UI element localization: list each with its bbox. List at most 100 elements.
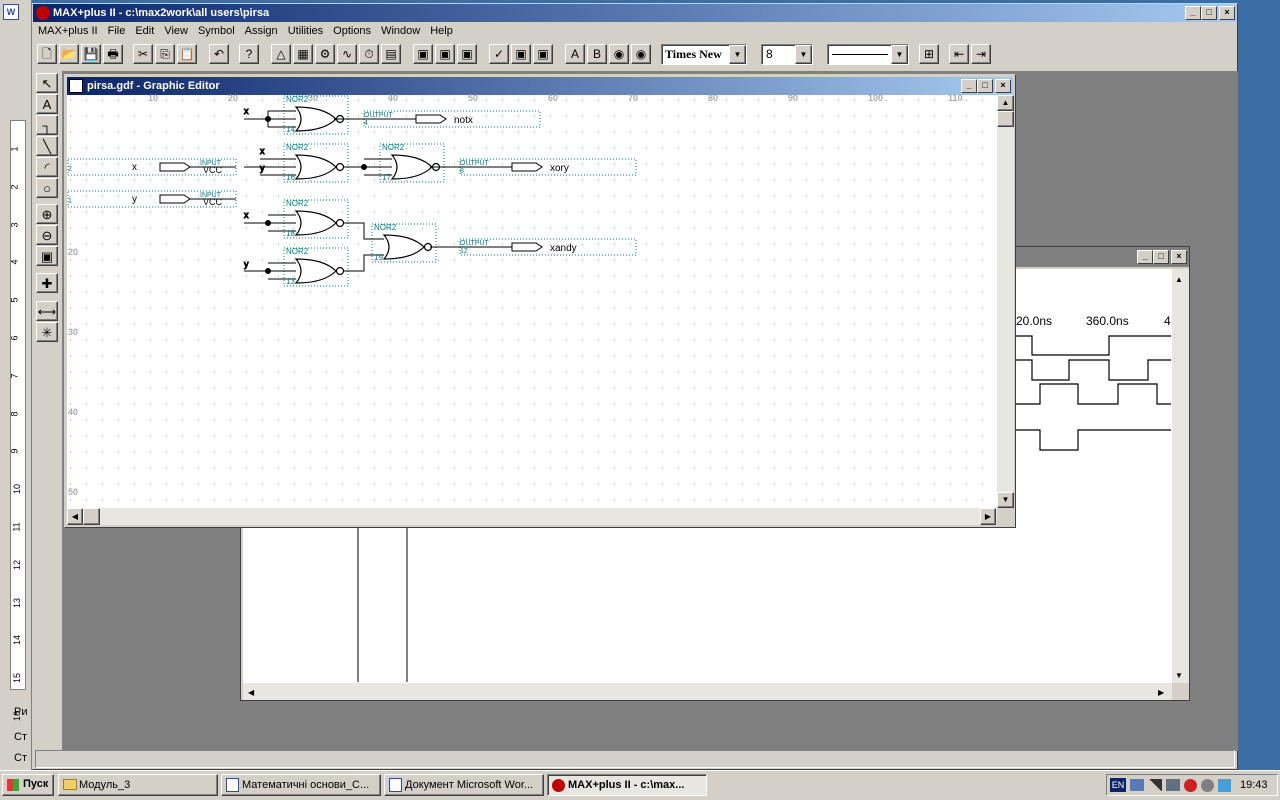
menu-help[interactable]: Help (430, 25, 453, 37)
menu-options[interactable]: Options (333, 25, 372, 37)
hierarchy-icon[interactable]: △ (271, 44, 291, 64)
text-tool-icon[interactable]: A (36, 94, 58, 114)
undo-icon[interactable]: ↶ (209, 44, 229, 64)
project-set-icon[interactable]: ▣ (435, 44, 455, 64)
word-drawing-label[interactable]: Ри (14, 706, 28, 718)
menu-symbol[interactable]: Symbol (197, 25, 235, 37)
font-name-select[interactable]: Times New ▼ (661, 44, 747, 65)
editor-vscroll-down[interactable]: ▼ (997, 492, 1014, 508)
editor-vscroll[interactable] (997, 95, 1014, 508)
copy-icon[interactable]: ⎘ (155, 44, 175, 64)
taskbar-item-word-2[interactable]: Документ Microsoft Wor... (384, 774, 544, 796)
close-button[interactable]: × (995, 79, 1011, 93)
find-a-icon[interactable]: A (565, 44, 585, 64)
zoom-fit-icon[interactable]: ⊞ (919, 44, 939, 64)
compiler-icon[interactable]: ⚙ (315, 44, 335, 64)
rubberband-icon[interactable]: ✚ (36, 273, 58, 293)
ortho-line-icon[interactable]: ┐ (36, 115, 58, 135)
menu-assign[interactable]: Assign (244, 25, 278, 37)
menu-file[interactable]: File (107, 25, 126, 37)
minimize-button[interactable]: _ (961, 79, 977, 93)
editor-hscroll[interactable] (67, 508, 997, 525)
find-error-icon[interactable]: ◉ (631, 44, 651, 64)
fit-window-icon[interactable]: ▣ (36, 246, 58, 266)
project-name-icon[interactable]: ▣ (413, 44, 433, 64)
editor-titlebar[interactable]: pirsa.gdf - Graphic Editor _ □ × (67, 77, 1013, 95)
zoom-in-icon[interactable]: ⊕ (36, 204, 58, 224)
print-icon[interactable]: 🖶 (103, 44, 123, 64)
waveform-hscroll[interactable] (243, 683, 1172, 700)
save-check-icon[interactable]: ✓ (489, 44, 509, 64)
maximize-button[interactable]: □ (1201, 6, 1217, 20)
move-next-icon[interactable]: ⇥ (971, 44, 991, 64)
timing-icon[interactable]: ⏱ (359, 44, 379, 64)
editor-vscroll-thumb[interactable] (997, 111, 1014, 127)
start-button[interactable]: Пуск (2, 774, 54, 796)
maximize-button[interactable]: □ (977, 79, 993, 93)
menu-utilities[interactable]: Utilities (287, 25, 324, 37)
waveform-vscroll[interactable] (1172, 269, 1189, 683)
save-compile-icon[interactable]: ▣ (511, 44, 531, 64)
language-indicator[interactable]: EN (1110, 778, 1126, 792)
menu-view[interactable]: View (164, 25, 188, 37)
editor-hscroll-right[interactable]: ▶ (980, 508, 996, 525)
zoom-out-icon[interactable]: ⊖ (36, 225, 58, 245)
network-icon[interactable] (1130, 779, 1144, 791)
menu-window[interactable]: Window (381, 25, 421, 37)
taskbar-item-module[interactable]: Модуль_3 (58, 774, 218, 796)
junction-icon[interactable]: ✳ (36, 322, 58, 342)
select-arrow-icon[interactable]: ↖ (36, 73, 58, 93)
save-icon[interactable]: 💾 (81, 44, 101, 64)
close-button[interactable]: × (1219, 6, 1235, 20)
word-app-icon[interactable]: W (3, 4, 19, 20)
floorplan-icon[interactable]: ▦ (293, 44, 313, 64)
diagonal-line-icon[interactable]: ╲ (36, 136, 58, 156)
editor-hscroll-left[interactable]: ◀ (67, 508, 83, 525)
wifi-icon[interactable] (1166, 779, 1180, 791)
cut-icon[interactable]: ✂ (133, 44, 153, 64)
chevron-down-icon[interactable]: ▼ (729, 45, 746, 64)
speaker-icon[interactable] (1201, 779, 1214, 792)
maximize-button[interactable]: □ (1153, 250, 1169, 264)
programmer-icon[interactable]: ▤ (381, 44, 401, 64)
paste-icon[interactable]: 📋 (177, 44, 197, 64)
taskbar-item-maxplus[interactable]: MAX+plus II - c:\max... (547, 774, 707, 796)
taskbar-item-word-1[interactable]: Математичні основи_С... (221, 774, 381, 796)
project-top-icon[interactable]: ▣ (457, 44, 477, 64)
minimize-button[interactable]: _ (1137, 250, 1153, 264)
find-node-icon[interactable]: ◉ (609, 44, 629, 64)
font-size-select[interactable]: 8 ▼ (761, 44, 813, 65)
minimize-button[interactable]: _ (1185, 6, 1201, 20)
chevron-down-icon[interactable]: ▼ (891, 45, 908, 64)
find-replace-icon[interactable]: B (587, 44, 607, 64)
main-titlebar[interactable]: MAX+plus II - c:\max2work\all users\pirs… (33, 4, 1237, 22)
antivirus-icon[interactable] (1184, 779, 1197, 792)
chevron-down-icon[interactable]: ▼ (795, 45, 812, 64)
menu-edit[interactable]: Edit (135, 25, 155, 37)
menu-max-plus-ii[interactable]: MAX+plus II (38, 25, 98, 37)
new-file-icon[interactable]: 🗋 (37, 44, 57, 64)
close-button[interactable]: × (1171, 250, 1187, 264)
power-icon[interactable] (1218, 779, 1231, 792)
move-prev-icon[interactable]: ⇤ (949, 44, 969, 64)
open-folder-icon[interactable]: 📂 (59, 44, 79, 64)
signal-icon[interactable] (1148, 779, 1162, 791)
line-style-select[interactable]: ▼ (827, 44, 909, 65)
simulator-icon[interactable]: ∿ (337, 44, 357, 64)
editor-vscroll-up[interactable]: ▲ (997, 95, 1014, 111)
connect-line-icon[interactable]: ⟷ (36, 301, 58, 321)
save-simulate-icon[interactable]: ▣ (533, 44, 553, 64)
circle-tool-icon[interactable]: ○ (36, 178, 58, 198)
help-pointer-icon[interactable]: ? (239, 44, 259, 64)
arc-tool-icon[interactable]: ◜ (36, 157, 58, 177)
